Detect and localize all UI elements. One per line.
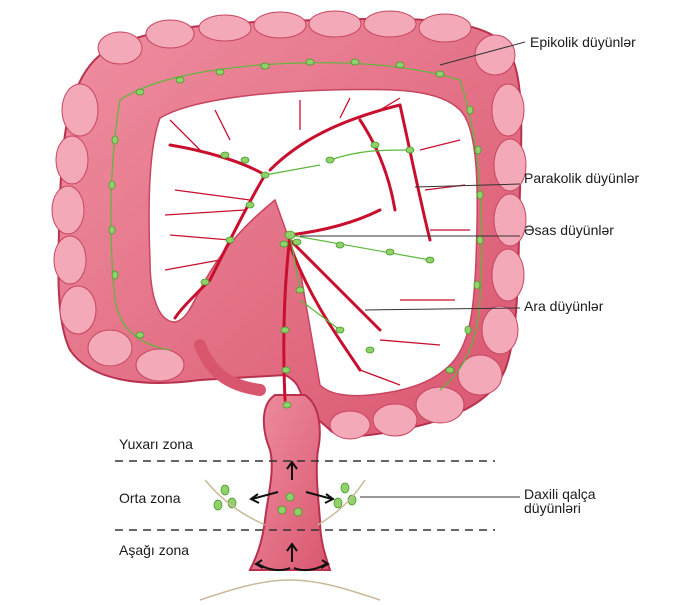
zone-middle-label: Orta zona <box>119 490 180 506</box>
label-parakolik: Parakolik düyünlər <box>524 170 639 186</box>
label-epikolik: Epikolik düyünlər <box>530 34 636 50</box>
label-daxili-line2: düyünləri <box>524 500 581 516</box>
rectum <box>250 395 330 570</box>
label-esas: Əsas düyünlər <box>524 222 614 238</box>
colon <box>52 11 526 570</box>
label-ara: Ara düyünlər <box>524 298 603 314</box>
zone-upper-label: Yuxarı zona <box>119 436 193 452</box>
zone-lower-label: Aşağı zona <box>119 542 189 558</box>
